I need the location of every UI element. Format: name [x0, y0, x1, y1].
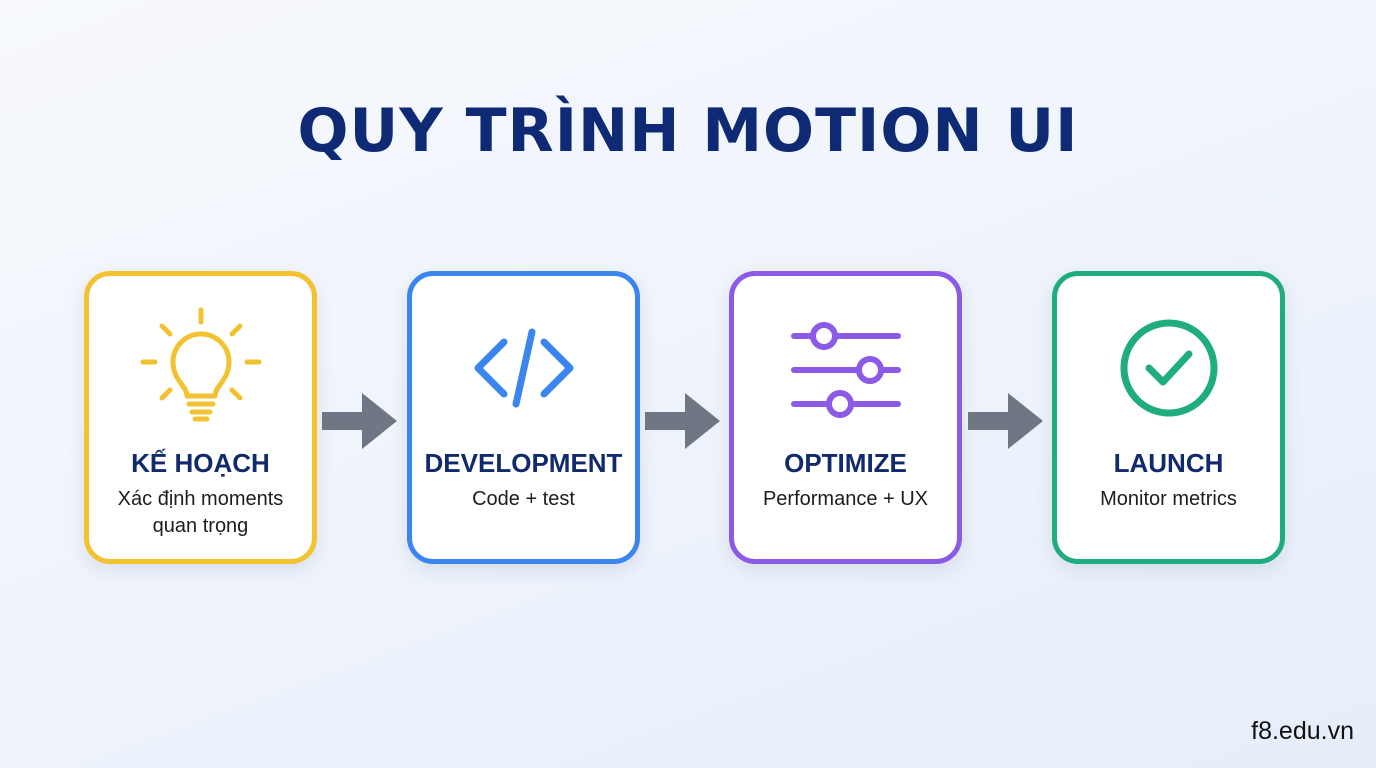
arrow-right-icon [322, 393, 397, 449]
step-description: Code + test [472, 488, 575, 510]
step-card-plan: KẾ HOẠCH Xác định moments quan trọng [84, 271, 317, 564]
lightbulb-icon [89, 304, 312, 428]
arrow-right-icon [968, 393, 1043, 449]
step-card-launch: LAUNCH Monitor metrics [1052, 271, 1285, 564]
step-heading: OPTIMIZE [784, 448, 907, 478]
check-circle-icon [1057, 304, 1280, 428]
step-heading: KẾ HOẠCH [131, 448, 270, 478]
step-card-development: DEVELOPMENT Code + test [407, 271, 640, 564]
code-icon [412, 304, 635, 428]
arrow-right-icon [645, 393, 720, 449]
watermark: f8.edu.vn [1251, 717, 1354, 745]
step-heading: DEVELOPMENT [424, 448, 623, 478]
step-heading: LAUNCH [1113, 448, 1224, 478]
step-description: Performance + UX [762, 488, 929, 510]
step-card-optimize: OPTIMIZE Performance + UX [729, 271, 962, 564]
sliders-icon [734, 304, 957, 428]
step-description: Xác định moments quan trọng [117, 488, 284, 537]
page-title: QUY TRÌNH MOTION UI [297, 96, 1079, 166]
step-description: Monitor metrics [1100, 488, 1237, 510]
